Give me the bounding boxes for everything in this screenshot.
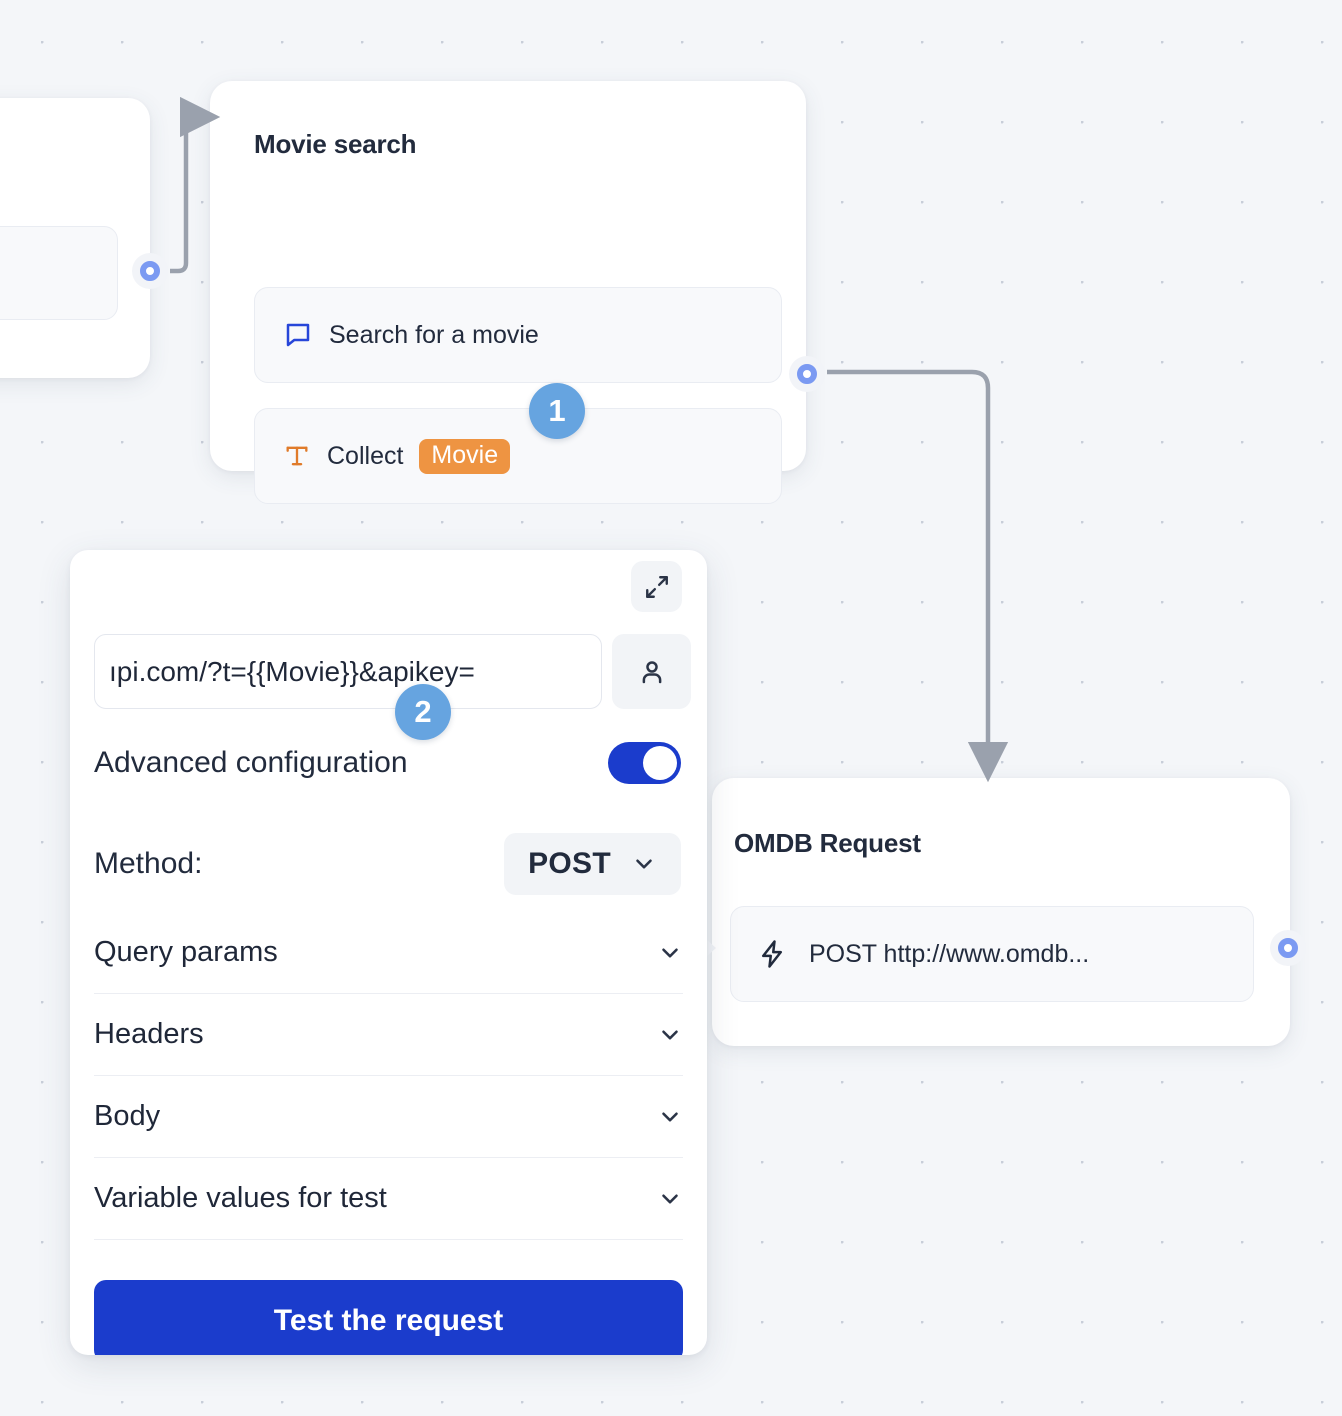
node-row-omdb-post[interactable]: POST http://www.omdb... [730, 906, 1254, 1002]
expand-diagonal-icon [644, 574, 670, 600]
node-row-label: Search for a movie [329, 320, 539, 349]
node-row-collect[interactable]: Collect Movie [254, 408, 782, 504]
accordion-item-body[interactable]: Body [94, 1076, 683, 1158]
advanced-configuration-row: Advanced configuration [94, 742, 681, 784]
node-row-label: POST http://www.omdb... [809, 939, 1090, 968]
accordion-label: Headers [94, 1018, 204, 1050]
method-label: Method: [94, 847, 203, 880]
chevron-down-icon [657, 1022, 683, 1048]
configuration-accordion: Query params Headers Body [94, 912, 683, 1240]
connection-port-movie-search-output[interactable] [789, 356, 825, 392]
partial-node-row [0, 226, 118, 320]
method-row: Method: POST [94, 833, 681, 895]
request-config-panel[interactable]: Advanced configuration Method: POST Quer… [70, 550, 707, 1355]
chevron-down-icon [657, 1104, 683, 1130]
connection-port-omdb-request-output[interactable] [1270, 930, 1306, 966]
connection-port-left-node-output[interactable] [132, 253, 168, 289]
partial-node[interactable] [0, 98, 150, 378]
accordion-item-variable-values-for-test[interactable]: Variable values for test [94, 1158, 683, 1240]
node-omdb-request-title: OMDB Request [734, 828, 921, 858]
advanced-configuration-label: Advanced configuration [94, 746, 408, 779]
method-dropdown[interactable]: POST [504, 833, 681, 895]
method-value: POST [528, 847, 611, 880]
url-row [94, 634, 691, 709]
node-movie-search[interactable]: Movie search Search for a movie Collect [210, 81, 806, 504]
step-badge-2: 2 [395, 684, 451, 740]
accordion-label: Variable values for test [94, 1182, 387, 1214]
accordion-item-headers[interactable]: Headers [94, 994, 683, 1076]
chevron-down-icon [631, 851, 657, 877]
chevron-down-icon [657, 940, 683, 966]
url-input[interactable] [94, 634, 602, 709]
text-field-icon [283, 442, 311, 470]
step-badge-1: 1 [529, 383, 585, 439]
chevron-down-icon [657, 1186, 683, 1212]
user-icon [637, 657, 667, 687]
node-movie-search-title: Movie search [254, 129, 417, 159]
node-omdb-request[interactable]: OMDB Request POST http://www.omdb... [712, 778, 1290, 1046]
expand-panel-button[interactable] [631, 561, 682, 612]
accordion-label: Body [94, 1100, 161, 1132]
test-the-request-button[interactable]: Test the request [94, 1280, 683, 1355]
accordion-label: Query params [94, 936, 278, 968]
lightning-bolt-icon [757, 939, 787, 969]
node-row-search-for-a-movie[interactable]: Search for a movie [254, 287, 782, 383]
variable-chip-movie[interactable]: Movie [419, 438, 511, 474]
accordion-item-query-params[interactable]: Query params [94, 912, 683, 994]
auth-user-button[interactable] [612, 634, 691, 709]
advanced-configuration-toggle[interactable] [608, 742, 681, 784]
node-row-label: Collect [327, 441, 404, 470]
message-bubble-icon [283, 320, 313, 350]
